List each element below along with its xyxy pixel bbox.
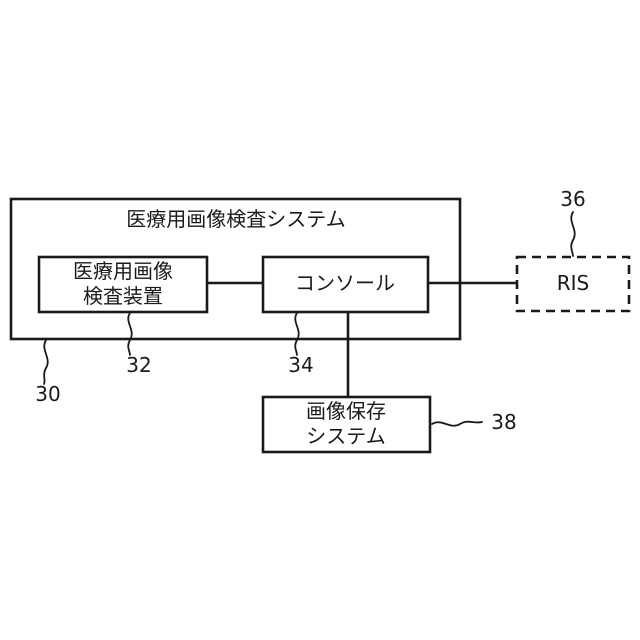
ref-36-label: 36 <box>560 187 585 211</box>
ref-30-label: 30 <box>35 382 60 406</box>
ref-38-leader <box>432 422 482 426</box>
ref-30-leader <box>44 340 48 384</box>
outer-system-label: 医療用画像検査システム <box>126 207 345 231</box>
image-storage-label-line2: システム <box>306 424 385 448</box>
imaging-device-label-line1: 医療用画像 <box>73 259 173 283</box>
ref-32-label: 32 <box>126 353 151 377</box>
ris-label: RIS <box>557 271 590 295</box>
imaging-device-label-line2: 検査装置 <box>83 284 163 308</box>
ref-38-label: 38 <box>491 410 516 434</box>
ref-36-leader <box>571 212 575 256</box>
ref-34-label: 34 <box>288 353 313 377</box>
console-label: コンソール <box>295 271 395 295</box>
image-storage-label-line1: 画像保存 <box>306 399 386 423</box>
